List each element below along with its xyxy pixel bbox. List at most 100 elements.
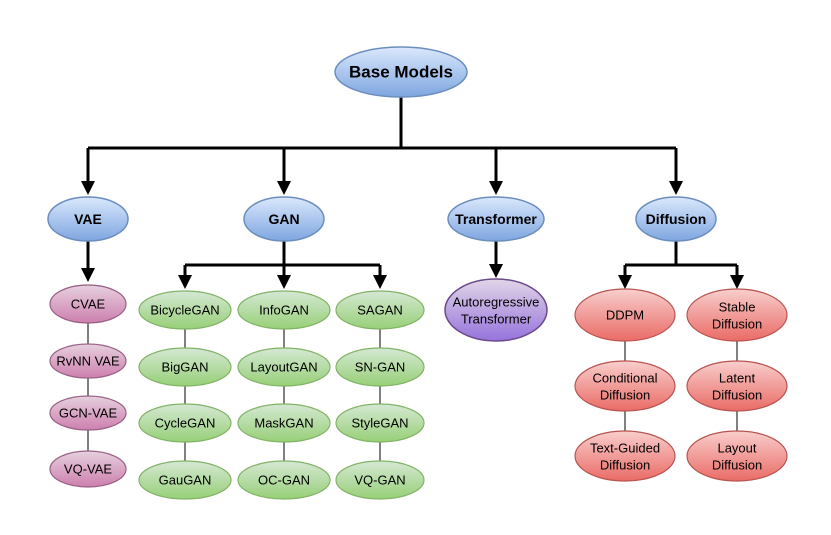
model-label: VQ-GAN xyxy=(354,473,405,488)
model-node-ddpm[interactable]: DDPM xyxy=(574,288,676,342)
model-node-gcn-vae[interactable]: GCN-VAE xyxy=(49,395,127,431)
arrowhead-transformer-model xyxy=(489,264,503,278)
model-node-gaugan[interactable]: GauGAN xyxy=(138,460,232,500)
model-label: GauGAN xyxy=(159,473,212,488)
category-node-transformer[interactable]: Transformer xyxy=(447,196,545,242)
arrowhead-vae xyxy=(81,181,95,195)
category-node-vae[interactable]: VAE xyxy=(47,196,129,242)
arrowhead-gan-col3 xyxy=(373,275,387,289)
model-node-bicyclegan[interactable]: BicycleGAN xyxy=(138,290,232,330)
model-shape xyxy=(138,403,232,443)
category-shape xyxy=(635,196,717,242)
model-label-line1: Latent xyxy=(719,371,756,386)
model-label: OC-GAN xyxy=(258,473,310,488)
model-label: CVAE xyxy=(71,297,106,312)
model-node-vq-vae[interactable]: VQ-VAE xyxy=(49,450,127,488)
model-node-stylegan[interactable]: StyleGAN xyxy=(335,403,425,443)
model-node-cyclegan[interactable]: CycleGAN xyxy=(138,403,232,443)
model-node-vq-gan[interactable]: VQ-GAN xyxy=(335,460,425,500)
category-label: Diffusion xyxy=(646,211,707,227)
model-shape xyxy=(574,360,676,412)
model-shape xyxy=(686,288,788,342)
model-label-line2: Diffusion xyxy=(600,458,650,473)
root-node-shape xyxy=(334,46,468,98)
model-shape xyxy=(574,288,676,342)
arrowhead-vae-models xyxy=(81,268,95,282)
model-label: RvNN VAE xyxy=(56,354,120,369)
model-label-line1: Layout xyxy=(717,441,756,456)
model-node-autoregressive-transformer[interactable]: Autoregressive Transformer xyxy=(444,278,548,342)
model-shape xyxy=(138,347,232,387)
category-shape xyxy=(243,196,325,242)
arrowhead-gan-col2 xyxy=(277,275,291,289)
model-label: SAGAN xyxy=(357,303,403,318)
model-label: BigGAN xyxy=(162,360,209,375)
model-node-rvnn-vae[interactable]: RvNN VAE xyxy=(49,343,127,379)
model-shape xyxy=(49,343,127,379)
model-node-sagan[interactable]: SAGAN xyxy=(335,290,425,330)
category-label: GAN xyxy=(268,211,299,227)
model-node-oc-gan[interactable]: OC-GAN xyxy=(237,460,331,500)
model-label-line1: Conditional xyxy=(592,371,657,386)
arrowhead-transformer xyxy=(489,181,503,195)
model-node-latent-diffusion[interactable]: Latent Diffusion xyxy=(686,360,788,412)
model-node-cvae[interactable]: CVAE xyxy=(49,284,127,324)
model-shape xyxy=(686,360,788,412)
root-node[interactable]: Base Models xyxy=(334,46,468,98)
diffusion-model-grid: DDPM Conditional Diffusion Text-Guided D… xyxy=(574,288,788,482)
model-shape xyxy=(237,290,331,330)
model-label-line1: Autoregressive xyxy=(453,295,540,310)
arrowhead-diffusion-col1 xyxy=(618,275,632,289)
category-shape xyxy=(447,196,545,242)
arrowhead-diffusion xyxy=(669,181,683,195)
gan-model-grid: BicycleGAN BigGAN CycleGAN GauGAN InfoGA… xyxy=(138,290,425,500)
model-shape xyxy=(335,460,425,500)
model-shape xyxy=(49,450,127,488)
model-shape xyxy=(335,347,425,387)
model-node-stable-diffusion[interactable]: Stable Diffusion xyxy=(686,288,788,342)
arrowhead-gan xyxy=(277,181,291,195)
category-node-gan[interactable]: GAN xyxy=(243,196,325,242)
vae-model-list: CVAE RvNN VAE GCN-VAE VQ-VAE xyxy=(49,284,127,488)
arrowhead-gan-col1 xyxy=(178,275,192,289)
model-shape xyxy=(686,430,788,482)
model-node-infogan[interactable]: InfoGAN xyxy=(237,290,331,330)
model-label-line2: Transformer xyxy=(461,312,532,327)
model-label-line2: Diffusion xyxy=(712,317,762,332)
model-node-layout-diffusion[interactable]: Layout Diffusion xyxy=(686,430,788,482)
model-shape xyxy=(49,395,127,431)
category-node-diffusion[interactable]: Diffusion xyxy=(635,196,717,242)
model-node-maskgan[interactable]: MaskGAN xyxy=(237,403,331,443)
model-node-layoutgan[interactable]: LayoutGAN xyxy=(237,347,331,387)
model-node-text-guided-diffusion[interactable]: Text-Guided Diffusion xyxy=(574,430,676,482)
model-shape xyxy=(49,284,127,324)
model-label-line1: Text-Guided xyxy=(590,441,660,456)
model-shape xyxy=(335,290,425,330)
model-label: StyleGAN xyxy=(351,416,408,431)
model-label-line2: Diffusion xyxy=(600,388,650,403)
model-node-biggan[interactable]: BigGAN xyxy=(138,347,232,387)
model-label-line1: Stable xyxy=(719,300,756,315)
model-label: InfoGAN xyxy=(259,303,309,318)
model-node-conditional-diffusion[interactable]: Conditional Diffusion xyxy=(574,360,676,412)
model-label: SN-GAN xyxy=(355,360,406,375)
category-shape xyxy=(47,196,129,242)
model-label: BicycleGAN xyxy=(150,303,219,318)
connectors xyxy=(81,97,744,461)
model-label: DDPM xyxy=(606,308,644,323)
model-label: VQ-VAE xyxy=(64,462,112,477)
model-label: LayoutGAN xyxy=(250,360,317,375)
category-label: Transformer xyxy=(455,211,537,227)
root-label: Base Models xyxy=(349,63,453,82)
model-label: MaskGAN xyxy=(254,416,313,431)
model-label-line2: Diffusion xyxy=(712,458,762,473)
model-shape xyxy=(237,460,331,500)
model-shape xyxy=(574,430,676,482)
model-node-sn-gan[interactable]: SN-GAN xyxy=(335,347,425,387)
arrowhead-diffusion-col2 xyxy=(730,275,744,289)
model-shape xyxy=(138,460,232,500)
model-shape xyxy=(237,403,331,443)
model-shape xyxy=(335,403,425,443)
model-label: GCN-VAE xyxy=(59,406,118,421)
